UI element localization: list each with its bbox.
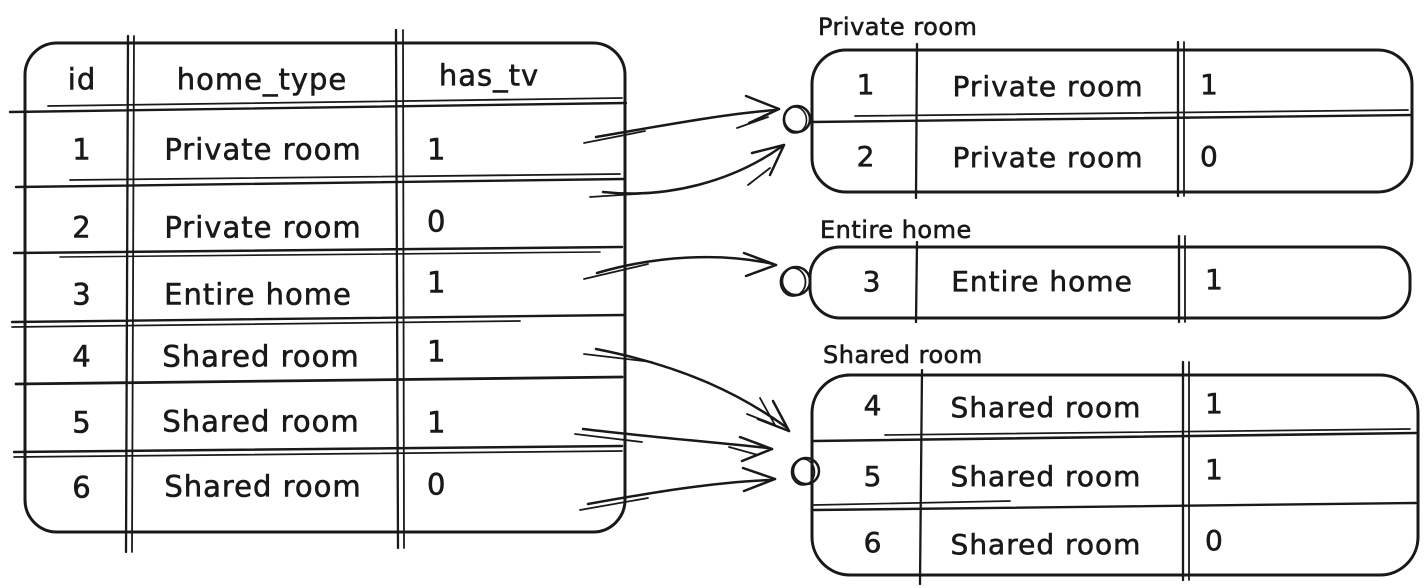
arrow-row6-to-shared-room [579,466,777,511]
source-header-has-tv: has_tv [438,58,540,93]
group-cell-home-type: Shared room [950,460,1142,493]
group-cell-has-tv: 1 [1200,68,1219,101]
group-cell-has-tv: 1 [1205,263,1224,296]
group-cell-has-tv: 1 [1205,453,1224,486]
group-label-private-room: Private room [818,13,978,41]
group-cell-id: 1 [856,68,876,101]
source-cell-has-tv: 1 [427,405,447,440]
source-cell-id: 5 [72,405,92,440]
group-cell-has-tv: 0 [1200,140,1219,173]
source-cell-home-type: Entire home [164,277,352,312]
source-cell-has-tv: 1 [427,334,447,369]
group-cell-id: 6 [863,526,883,559]
group-cell-home-type: Private room [952,141,1144,174]
source-cell-id: 4 [72,339,92,374]
group-cell-id: 2 [856,140,876,173]
source-cell-id: 3 [72,277,92,312]
source-cell-home-type: Shared room [162,404,360,439]
source-cell-id: 6 [72,470,92,505]
source-cell-has-tv: 1 [427,132,447,167]
group-cell-has-tv: 0 [1205,524,1224,557]
source-cell-id: 1 [72,132,92,167]
arrow-row3-to-entire-home [583,251,778,280]
group-cell-id: 5 [863,460,883,493]
group-table-shared-room-frame [790,360,1420,586]
source-cell-home-type: Shared room [164,469,362,504]
group-cell-home-type: Private room [952,70,1144,103]
arrow-row4-to-shared-room [583,347,791,433]
source-cell-home-type: Private room [164,210,362,245]
arrow-row5-to-shared-room [574,427,774,463]
source-header-home-type: home_type [176,62,348,97]
arrow-row1-to-private-room [583,94,781,144]
group-table-entire-home-frame [779,234,1412,324]
arrow-row2-to-private-room [589,143,786,198]
source-cell-home-type: Private room [164,132,362,167]
source-table-frame [8,28,628,554]
group-cell-home-type: Shared room [950,528,1142,561]
source-cell-has-tv: 0 [427,204,447,239]
group-table-private-room-frame [782,40,1414,200]
group-cell-home-type: Entire home [951,265,1133,298]
group-cell-has-tv: 1 [1205,387,1224,420]
source-header-id: id [67,62,97,97]
group-label-entire-home: Entire home [820,216,972,244]
source-cell-id: 2 [72,210,92,245]
group-cell-home-type: Shared room [950,391,1142,424]
source-cell-home-type: Shared room [162,339,360,374]
group-cell-id: 4 [863,389,883,422]
group-label-shared-room: Shared room [823,341,983,369]
source-cell-has-tv: 1 [427,265,447,300]
source-cell-has-tv: 0 [427,467,447,502]
group-cell-id: 3 [862,265,882,298]
